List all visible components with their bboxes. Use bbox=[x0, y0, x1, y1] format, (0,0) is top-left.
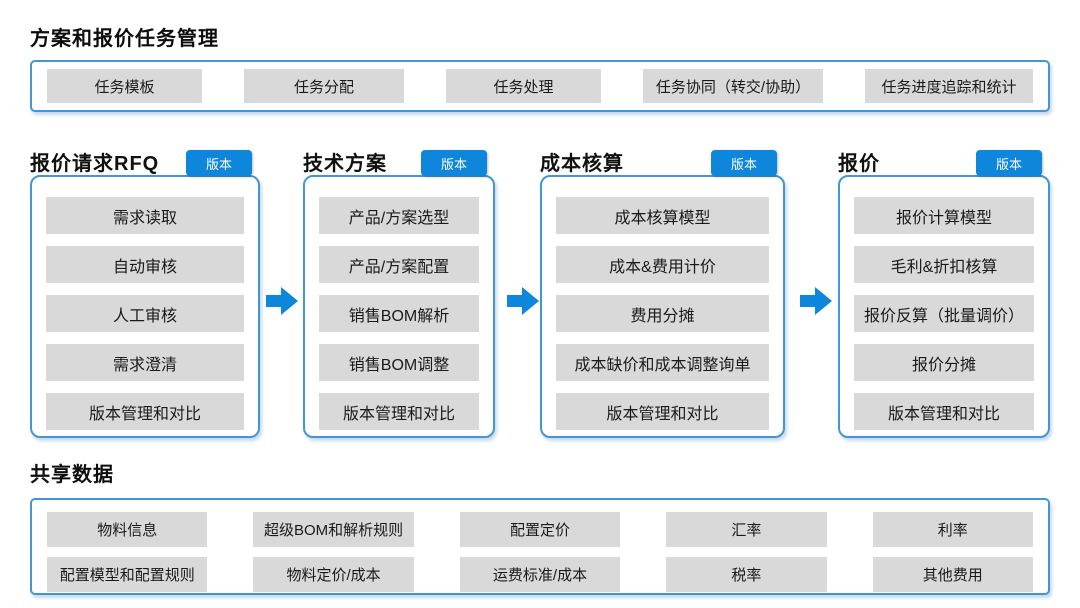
node: 成本&费用计价 bbox=[556, 246, 769, 283]
task-node-tracking: 任务进度追踪和统计 bbox=[865, 69, 1033, 103]
node: 版本管理和对比 bbox=[556, 393, 769, 430]
version-tag: 版本 bbox=[976, 150, 1042, 176]
column-solution-panel: 产品/方案选型 产品/方案配置 销售BOM解析 销售BOM调整 版本管理和对比 bbox=[303, 175, 495, 438]
node: 版本管理和对比 bbox=[854, 393, 1034, 430]
node: 自动审核 bbox=[46, 246, 244, 283]
node: 销售BOM调整 bbox=[319, 344, 479, 381]
node: 产品/方案配置 bbox=[319, 246, 479, 283]
shared-node: 配置模型和配置规则 bbox=[47, 557, 208, 592]
version-tag: 版本 bbox=[186, 150, 252, 176]
flow-arrow-icon bbox=[507, 287, 539, 315]
task-node-collaborate: 任务协同（转交/协助） bbox=[643, 69, 823, 103]
node: 产品/方案选型 bbox=[319, 197, 479, 234]
column-rfq: 报价请求RFQ 版本 需求读取 自动审核 人工审核 需求澄清 版本管理和对比 bbox=[30, 145, 260, 438]
shared-node: 超级BOM和解析规则 bbox=[253, 512, 414, 547]
flow-arrow-icon bbox=[800, 287, 832, 315]
column-quote-title: 报价 bbox=[838, 153, 880, 175]
node: 需求读取 bbox=[46, 197, 244, 234]
node: 成本缺价和成本调整询单 bbox=[556, 344, 769, 381]
node: 毛利&折扣核算 bbox=[854, 246, 1034, 283]
shared-node: 运费标准/成本 bbox=[459, 557, 621, 592]
node: 报价反算（批量调价） bbox=[854, 295, 1034, 332]
column-costing-title: 成本核算 bbox=[540, 153, 624, 175]
node: 销售BOM解析 bbox=[319, 295, 479, 332]
node: 报价分摊 bbox=[854, 344, 1034, 381]
version-tag: 版本 bbox=[711, 150, 777, 176]
task-section-title: 方案和报价任务管理 bbox=[30, 28, 219, 50]
shared-node: 利率 bbox=[872, 512, 1033, 547]
shared-node: 配置定价 bbox=[459, 512, 621, 547]
node: 版本管理和对比 bbox=[319, 393, 479, 430]
column-costing-panel: 成本核算模型 成本&费用计价 费用分摊 成本缺价和成本调整询单 版本管理和对比 bbox=[540, 175, 785, 438]
column-solution-title: 技术方案 bbox=[303, 153, 387, 175]
column-solution: 技术方案 版本 产品/方案选型 产品/方案配置 销售BOM解析 销售BOM调整 … bbox=[303, 145, 495, 438]
shared-node: 物料信息 bbox=[47, 512, 208, 547]
column-costing: 成本核算 版本 成本核算模型 成本&费用计价 费用分摊 成本缺价和成本调整询单 … bbox=[540, 145, 785, 438]
column-rfq-panel: 需求读取 自动审核 人工审核 需求澄清 版本管理和对比 bbox=[30, 175, 260, 438]
version-tag: 版本 bbox=[421, 150, 487, 176]
column-quote: 报价 版本 报价计算模型 毛利&折扣核算 报价反算（批量调价） 报价分摊 版本管… bbox=[838, 145, 1050, 438]
node: 人工审核 bbox=[46, 295, 244, 332]
shared-node: 其他费用 bbox=[872, 557, 1033, 592]
column-rfq-title: 报价请求RFQ bbox=[30, 153, 160, 175]
column-quote-panel: 报价计算模型 毛利&折扣核算 报价反算（批量调价） 报价分摊 版本管理和对比 bbox=[838, 175, 1050, 438]
task-node-template: 任务模板 bbox=[47, 69, 202, 103]
node: 版本管理和对比 bbox=[46, 393, 244, 430]
node: 报价计算模型 bbox=[854, 197, 1034, 234]
shared-node: 物料定价/成本 bbox=[253, 557, 414, 592]
shared-node: 税率 bbox=[666, 557, 827, 592]
shared-node: 汇率 bbox=[666, 512, 827, 547]
flow-arrow-icon bbox=[266, 287, 298, 315]
shared-data-panel: 物料信息 超级BOM和解析规则 配置定价 汇率 利率 配置模型和配置规则 物料定… bbox=[30, 498, 1050, 595]
shared-section-title: 共享数据 bbox=[30, 464, 114, 486]
node: 费用分摊 bbox=[556, 295, 769, 332]
node: 成本核算模型 bbox=[556, 197, 769, 234]
node: 需求澄清 bbox=[46, 344, 244, 381]
task-node-process: 任务处理 bbox=[446, 69, 601, 103]
task-bar-panel: 任务模板 任务分配 任务处理 任务协同（转交/协助） 任务进度追踪和统计 bbox=[30, 60, 1050, 112]
task-node-assign: 任务分配 bbox=[244, 69, 404, 103]
